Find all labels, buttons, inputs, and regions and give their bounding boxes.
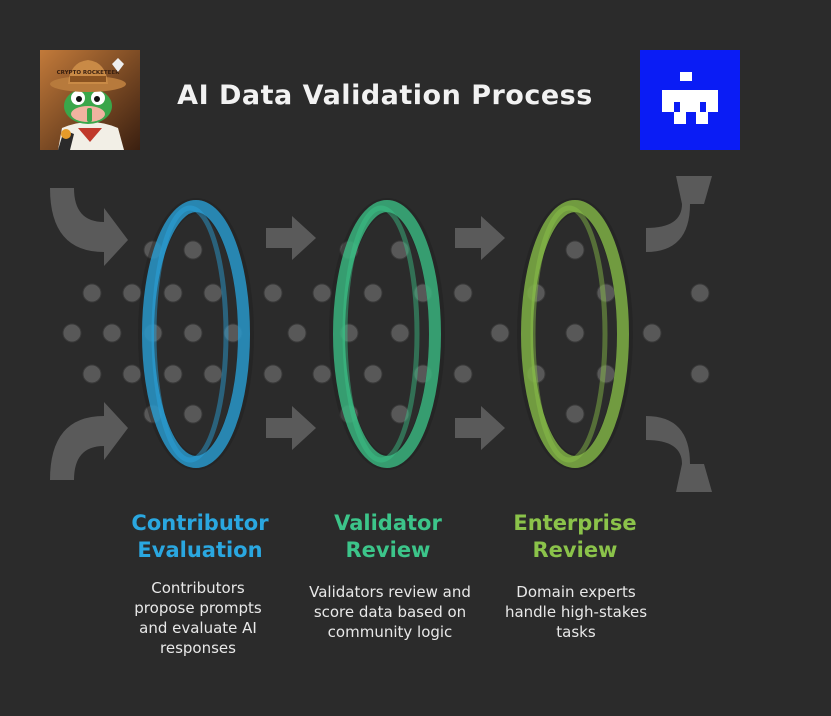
- dot: [122, 364, 142, 384]
- dot: [312, 283, 332, 303]
- dot: [312, 364, 332, 384]
- dot: [565, 404, 585, 424]
- arrow-right-icon: [455, 406, 505, 450]
- dot: [203, 364, 223, 384]
- stage-ring: [142, 200, 250, 468]
- stage-ring: [333, 200, 441, 468]
- stage-title-contributor: Contributor Evaluation: [131, 511, 269, 562]
- dot: [453, 364, 473, 384]
- dot: [163, 364, 183, 384]
- arrow-right-icon: [455, 216, 505, 260]
- curved-arrow-out-top-icon: [646, 176, 712, 252]
- stage-desc-enterprise: Domain experts handle high-stakes tasks: [504, 583, 648, 641]
- dot: [82, 364, 102, 384]
- dot: [490, 323, 510, 343]
- dot-grid: [62, 240, 710, 424]
- stage-title-validator: Validator Review: [334, 511, 442, 562]
- dot: [183, 404, 203, 424]
- stage-title-enterprise: Enterprise Review: [513, 511, 637, 562]
- stage-desc-validator: Validators review and score data based o…: [309, 583, 471, 641]
- dot: [390, 404, 410, 424]
- dot: [390, 240, 410, 260]
- svg-text:CRYPTO ROCKETEER: CRYPTO ROCKETEER: [57, 70, 121, 76]
- flow-arrows: [50, 176, 712, 492]
- curved-arrow-in-bottom-icon: [50, 402, 128, 480]
- stage-ring: [521, 200, 629, 468]
- pixel-figure-logo: [640, 50, 740, 150]
- stage-ring-inner: [151, 205, 229, 463]
- dot: [690, 283, 710, 303]
- dot: [287, 323, 307, 343]
- dot: [363, 364, 383, 384]
- arrow-right-icon: [266, 406, 316, 450]
- dot: [263, 283, 283, 303]
- stage-rings: [138, 198, 633, 470]
- dot: [363, 283, 383, 303]
- curved-arrow-in-top-icon: [50, 188, 128, 266]
- page-title: AI Data Validation Process: [177, 80, 593, 111]
- dot: [565, 323, 585, 343]
- dot: [390, 323, 410, 343]
- dot: [203, 283, 223, 303]
- dot: [163, 283, 183, 303]
- stage-desc-contributor: Contributors propose prompts and evaluat…: [134, 579, 262, 657]
- stage-ring-inner: [530, 205, 608, 463]
- dot: [263, 364, 283, 384]
- dot: [82, 283, 102, 303]
- dot: [690, 364, 710, 384]
- dot: [183, 323, 203, 343]
- dot: [122, 283, 142, 303]
- crypto-frog-logo: CRYPTO ROCKETEER: [40, 50, 140, 150]
- arrow-right-icon: [266, 216, 316, 260]
- stage-ring-inner: [342, 205, 420, 463]
- dot: [102, 323, 122, 343]
- curved-arrow-out-bottom-icon: [646, 416, 712, 492]
- dot: [453, 283, 473, 303]
- dot: [642, 323, 662, 343]
- dot: [183, 240, 203, 260]
- dot: [62, 323, 82, 343]
- dot: [565, 240, 585, 260]
